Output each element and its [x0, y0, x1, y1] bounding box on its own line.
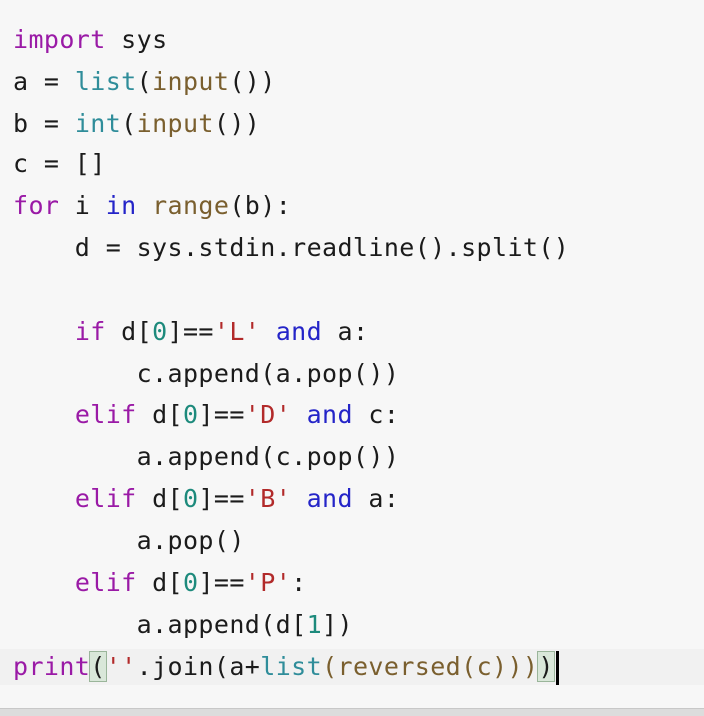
token-number: 1	[306, 610, 323, 639]
token-text: a:	[352, 484, 400, 513]
token-keyword: import	[13, 25, 106, 54]
token-text: (reversed(c)))	[322, 652, 539, 681]
token-builtin: range	[152, 191, 230, 220]
code-line-8[interactable]: if d[0]=='L' and a:	[13, 314, 368, 350]
token-text: c.append(a.pop())	[13, 359, 400, 388]
token-text: ]==	[198, 484, 245, 513]
editor-bottom-border	[0, 708, 704, 716]
token-string: 'D'	[244, 400, 292, 429]
token-number: 0	[152, 317, 168, 346]
token-text: (b):	[229, 191, 292, 220]
token-keyword: and	[306, 400, 353, 429]
token-indent	[13, 317, 75, 346]
bracket-match-close: )	[537, 651, 555, 682]
token-keyword: for	[13, 191, 60, 220]
token-text: sys	[105, 25, 168, 54]
token-text	[260, 317, 275, 346]
code-line-5[interactable]: for i in range(b):	[13, 188, 291, 224]
token-text: c:	[352, 400, 400, 429]
token-keyword: in	[105, 191, 137, 220]
code-line-6[interactable]: d = sys.stdin.readline().split()	[13, 230, 569, 266]
code-line-1[interactable]: import sys	[13, 22, 168, 58]
token-keyword: and	[275, 317, 323, 346]
bracket-match-open: (	[89, 651, 107, 682]
token-text: d[	[136, 568, 183, 597]
token-number: 0	[182, 400, 199, 429]
token-text: ]==	[198, 400, 245, 429]
token-builtin: list	[74, 67, 137, 96]
token-builtin: input	[152, 67, 230, 96]
code-line-13[interactable]: a.pop()	[13, 523, 245, 559]
token-builtin: int	[74, 109, 122, 138]
token-keyword: if	[74, 317, 106, 346]
code-line-12[interactable]: elif d[0]=='B' and a:	[13, 481, 399, 517]
token-indent	[13, 568, 75, 597]
code-line-14[interactable]: elif d[0]=='P':	[13, 565, 307, 601]
token-text: ]==	[198, 568, 245, 597]
token-builtin: list	[260, 652, 323, 681]
token-text: ())	[213, 109, 261, 138]
text-cursor	[555, 651, 559, 685]
token-builtin-print: print	[13, 652, 91, 681]
code-line-11[interactable]: a.append(c.pop())	[13, 439, 399, 475]
token-text: a.pop()	[13, 526, 245, 555]
token-indent	[13, 484, 75, 513]
token-keyword: and	[306, 484, 353, 513]
token-text: ]==	[167, 317, 214, 346]
token-text: :	[291, 568, 307, 597]
code-line-9[interactable]: c.append(a.pop())	[13, 356, 399, 392]
token-builtin: input	[136, 109, 214, 138]
code-line-4[interactable]: c = []	[13, 146, 106, 182]
code-line-3[interactable]: b = int(input())	[13, 106, 260, 142]
token-text: d[	[136, 484, 183, 513]
token-text: i	[59, 191, 106, 220]
token-indent	[13, 400, 75, 429]
code-line-15[interactable]: a.append(d[1])	[13, 607, 353, 643]
token-keyword: elif	[74, 484, 137, 513]
token-string: ''	[105, 652, 137, 681]
token-text: ())	[229, 67, 276, 96]
token-text: a.append(c.pop())	[13, 442, 400, 471]
token-text: a:	[322, 317, 369, 346]
token-text: (	[121, 109, 137, 138]
token-text: (	[136, 67, 153, 96]
token-text: d[	[136, 400, 183, 429]
token-string: 'B'	[244, 484, 292, 513]
token-string: 'P'	[244, 568, 292, 597]
token-number: 0	[182, 568, 199, 597]
token-text	[291, 400, 306, 429]
token-text	[137, 191, 152, 220]
code-line-10[interactable]: elif d[0]=='D' and c:	[13, 397, 399, 433]
token-number: 0	[182, 484, 199, 513]
token-text: d = sys.stdin.readline().split()	[13, 233, 570, 262]
token-text: b =	[13, 109, 75, 138]
token-text: .join(a+	[136, 652, 261, 681]
code-line-2[interactable]: a = list(input())	[13, 64, 276, 100]
token-text: d[	[105, 317, 153, 346]
token-string: 'L'	[213, 317, 261, 346]
token-text	[291, 484, 306, 513]
token-keyword: elif	[74, 568, 137, 597]
token-keyword: elif	[74, 400, 137, 429]
token-text: c = []	[13, 149, 106, 178]
token-text: a =	[13, 67, 75, 96]
code-line-16-current[interactable]: print(''.join(a+list(reversed(c))))	[0, 649, 704, 685]
token-text: ])	[322, 610, 353, 639]
token-text: a.append(d[	[13, 610, 307, 639]
